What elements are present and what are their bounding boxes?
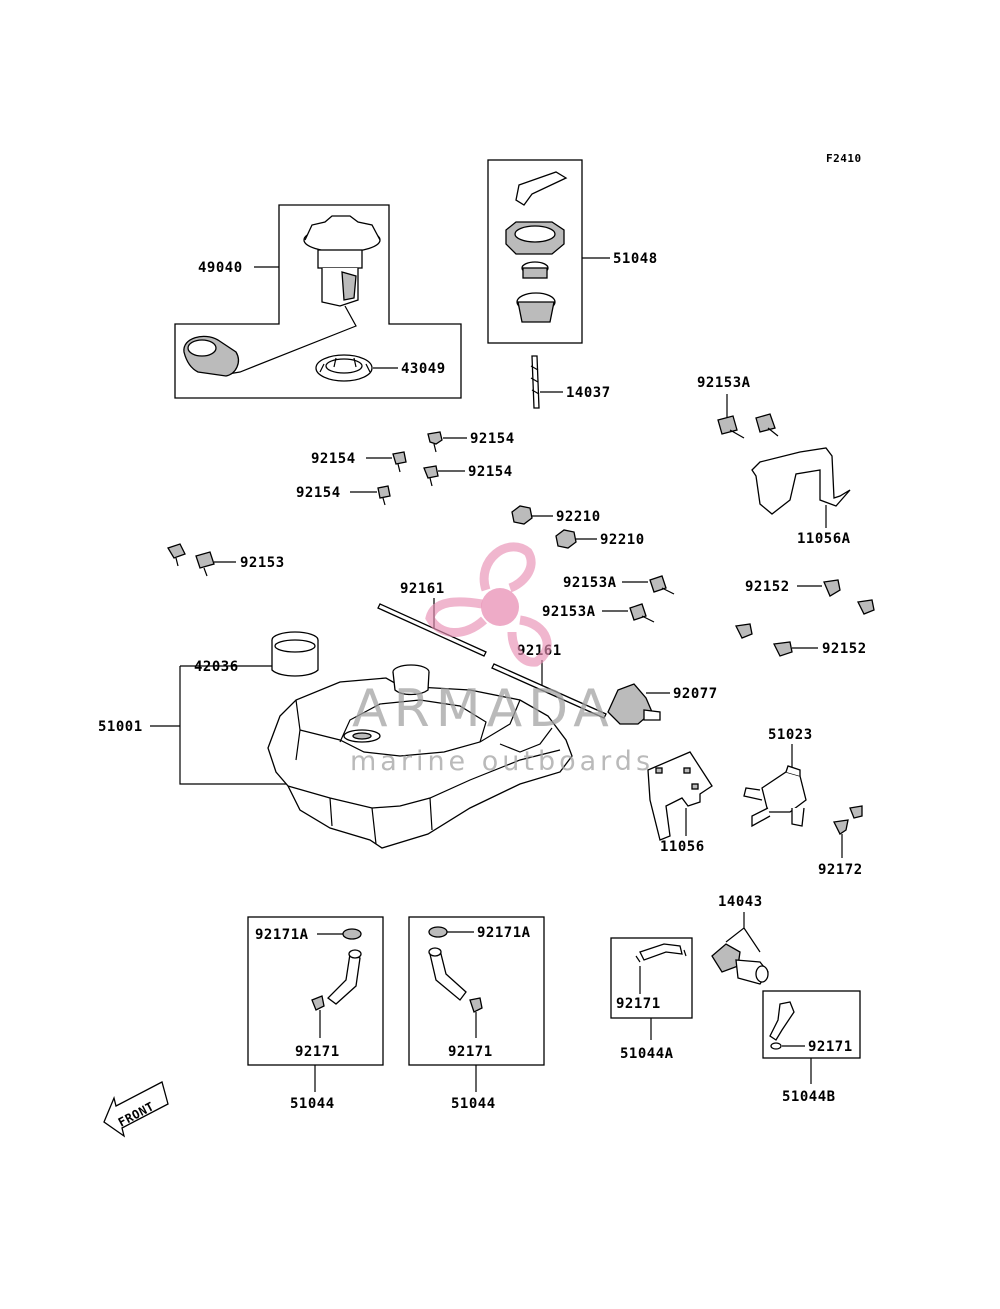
callout-92153A-2: 92153A xyxy=(542,604,596,620)
bolt-drawing xyxy=(717,415,738,435)
part-92152-group: 92152 92152 xyxy=(735,579,875,657)
part-11056A-group: 92153A 11056A xyxy=(697,375,851,547)
watermark-tagline: marine outboards xyxy=(350,746,654,777)
fuel-tank-drawing xyxy=(267,664,573,849)
callout-92154-1: 92154 xyxy=(470,431,515,447)
bracket-11056A-drawing xyxy=(751,447,851,515)
front-arrow: FRONT xyxy=(103,1081,169,1138)
callout-92154-4: 92154 xyxy=(296,485,341,501)
callout-92154-3: 92154 xyxy=(468,464,513,480)
callout-92171-4: 92171 xyxy=(808,1039,853,1055)
callout-51048: 51048 xyxy=(613,251,658,267)
callout-51023: 51023 xyxy=(768,727,813,743)
part-92077-group: 92077 xyxy=(607,683,718,725)
callout-51044-1: 51044 xyxy=(290,1096,335,1112)
part-92153A-group: 92153A 92153A xyxy=(542,575,675,623)
callout-92077: 92077 xyxy=(673,686,718,702)
watermark-brand: ARMADA xyxy=(352,679,615,739)
fuel-pump-drawing xyxy=(183,215,381,377)
bolt-drawing xyxy=(755,413,776,433)
callout-92171-2: 92171 xyxy=(448,1044,493,1060)
callout-51044A: 51044A xyxy=(620,1046,674,1062)
watermark-propeller-logo xyxy=(425,542,552,667)
callout-92210-1: 92210 xyxy=(556,509,601,525)
fuel-pump-gasket-drawing xyxy=(315,354,373,382)
callout-92152-2: 92152 xyxy=(822,641,867,657)
callout-11056A: 11056A xyxy=(797,531,851,547)
filler-cap-drawing xyxy=(505,221,565,323)
fuel-pump-group: 49040 43049 xyxy=(174,204,462,399)
part-92153-group: 92153 xyxy=(167,543,285,577)
callout-92172: 92172 xyxy=(818,862,863,878)
callout-14037: 14037 xyxy=(566,385,611,401)
part-92210-group: 92210 92210 xyxy=(511,505,645,549)
part-92154-group: 92154 92154 92154 92154 xyxy=(296,431,515,506)
figure-code: F2410 xyxy=(826,152,862,165)
fuel-pump-kit-outline xyxy=(174,204,462,399)
part-11056-group: 11056 xyxy=(647,751,713,855)
watermark: ARMADA marine outboards xyxy=(350,542,654,777)
callout-92154-2: 92154 xyxy=(311,451,356,467)
hose-kit-51044B: 92171 51044B xyxy=(762,990,861,1105)
fuel-filter-drawing xyxy=(711,943,769,985)
fuel-tank-group: 42036 51001 xyxy=(98,631,573,849)
part-51023-group: 51023 92172 xyxy=(743,727,863,878)
callout-92171A-1: 92171A xyxy=(255,927,309,943)
callout-49040: 49040 xyxy=(198,260,243,276)
hose-kit-51044-left: 92171A 92171 51044 xyxy=(247,916,384,1112)
callout-92153A-1: 92153A xyxy=(563,575,617,591)
part-92161-group: 92161 92161 xyxy=(377,581,607,719)
callout-92153: 92153 xyxy=(240,555,285,571)
hose-kit-51044A: 92171 51044A xyxy=(610,937,693,1062)
part-14043-group: 14043 xyxy=(711,894,769,985)
callout-92171A-2: 92171A xyxy=(477,925,531,941)
callout-43049: 43049 xyxy=(401,361,446,377)
callout-14043: 14043 xyxy=(718,894,763,910)
callout-51044-2: 51044 xyxy=(451,1096,496,1112)
callout-92152-1: 92152 xyxy=(745,579,790,595)
part-14037: 14037 xyxy=(530,355,611,409)
filler-cap-kit-outline xyxy=(487,159,583,344)
cap-strap-drawing xyxy=(515,171,568,206)
callout-92210-2: 92210 xyxy=(600,532,645,548)
bracket-11056-drawing xyxy=(647,751,713,841)
fuel-valve-drawing xyxy=(743,765,807,828)
callout-92171-3: 92171 xyxy=(616,996,661,1012)
callout-42036: 42036 xyxy=(194,659,239,675)
filler-cap-group: 51048 xyxy=(487,159,658,344)
callout-92153A-top: 92153A xyxy=(697,375,751,391)
part-42036-drawing xyxy=(271,631,319,677)
callout-11056: 11056 xyxy=(660,839,705,855)
callout-92161-1: 92161 xyxy=(400,581,445,597)
callout-51001: 51001 xyxy=(98,719,143,735)
hose-kit-51044-right: 92171A 92171 51044 xyxy=(408,916,545,1112)
callout-51044B: 51044B xyxy=(782,1089,836,1105)
callout-92171-1: 92171 xyxy=(295,1044,340,1060)
